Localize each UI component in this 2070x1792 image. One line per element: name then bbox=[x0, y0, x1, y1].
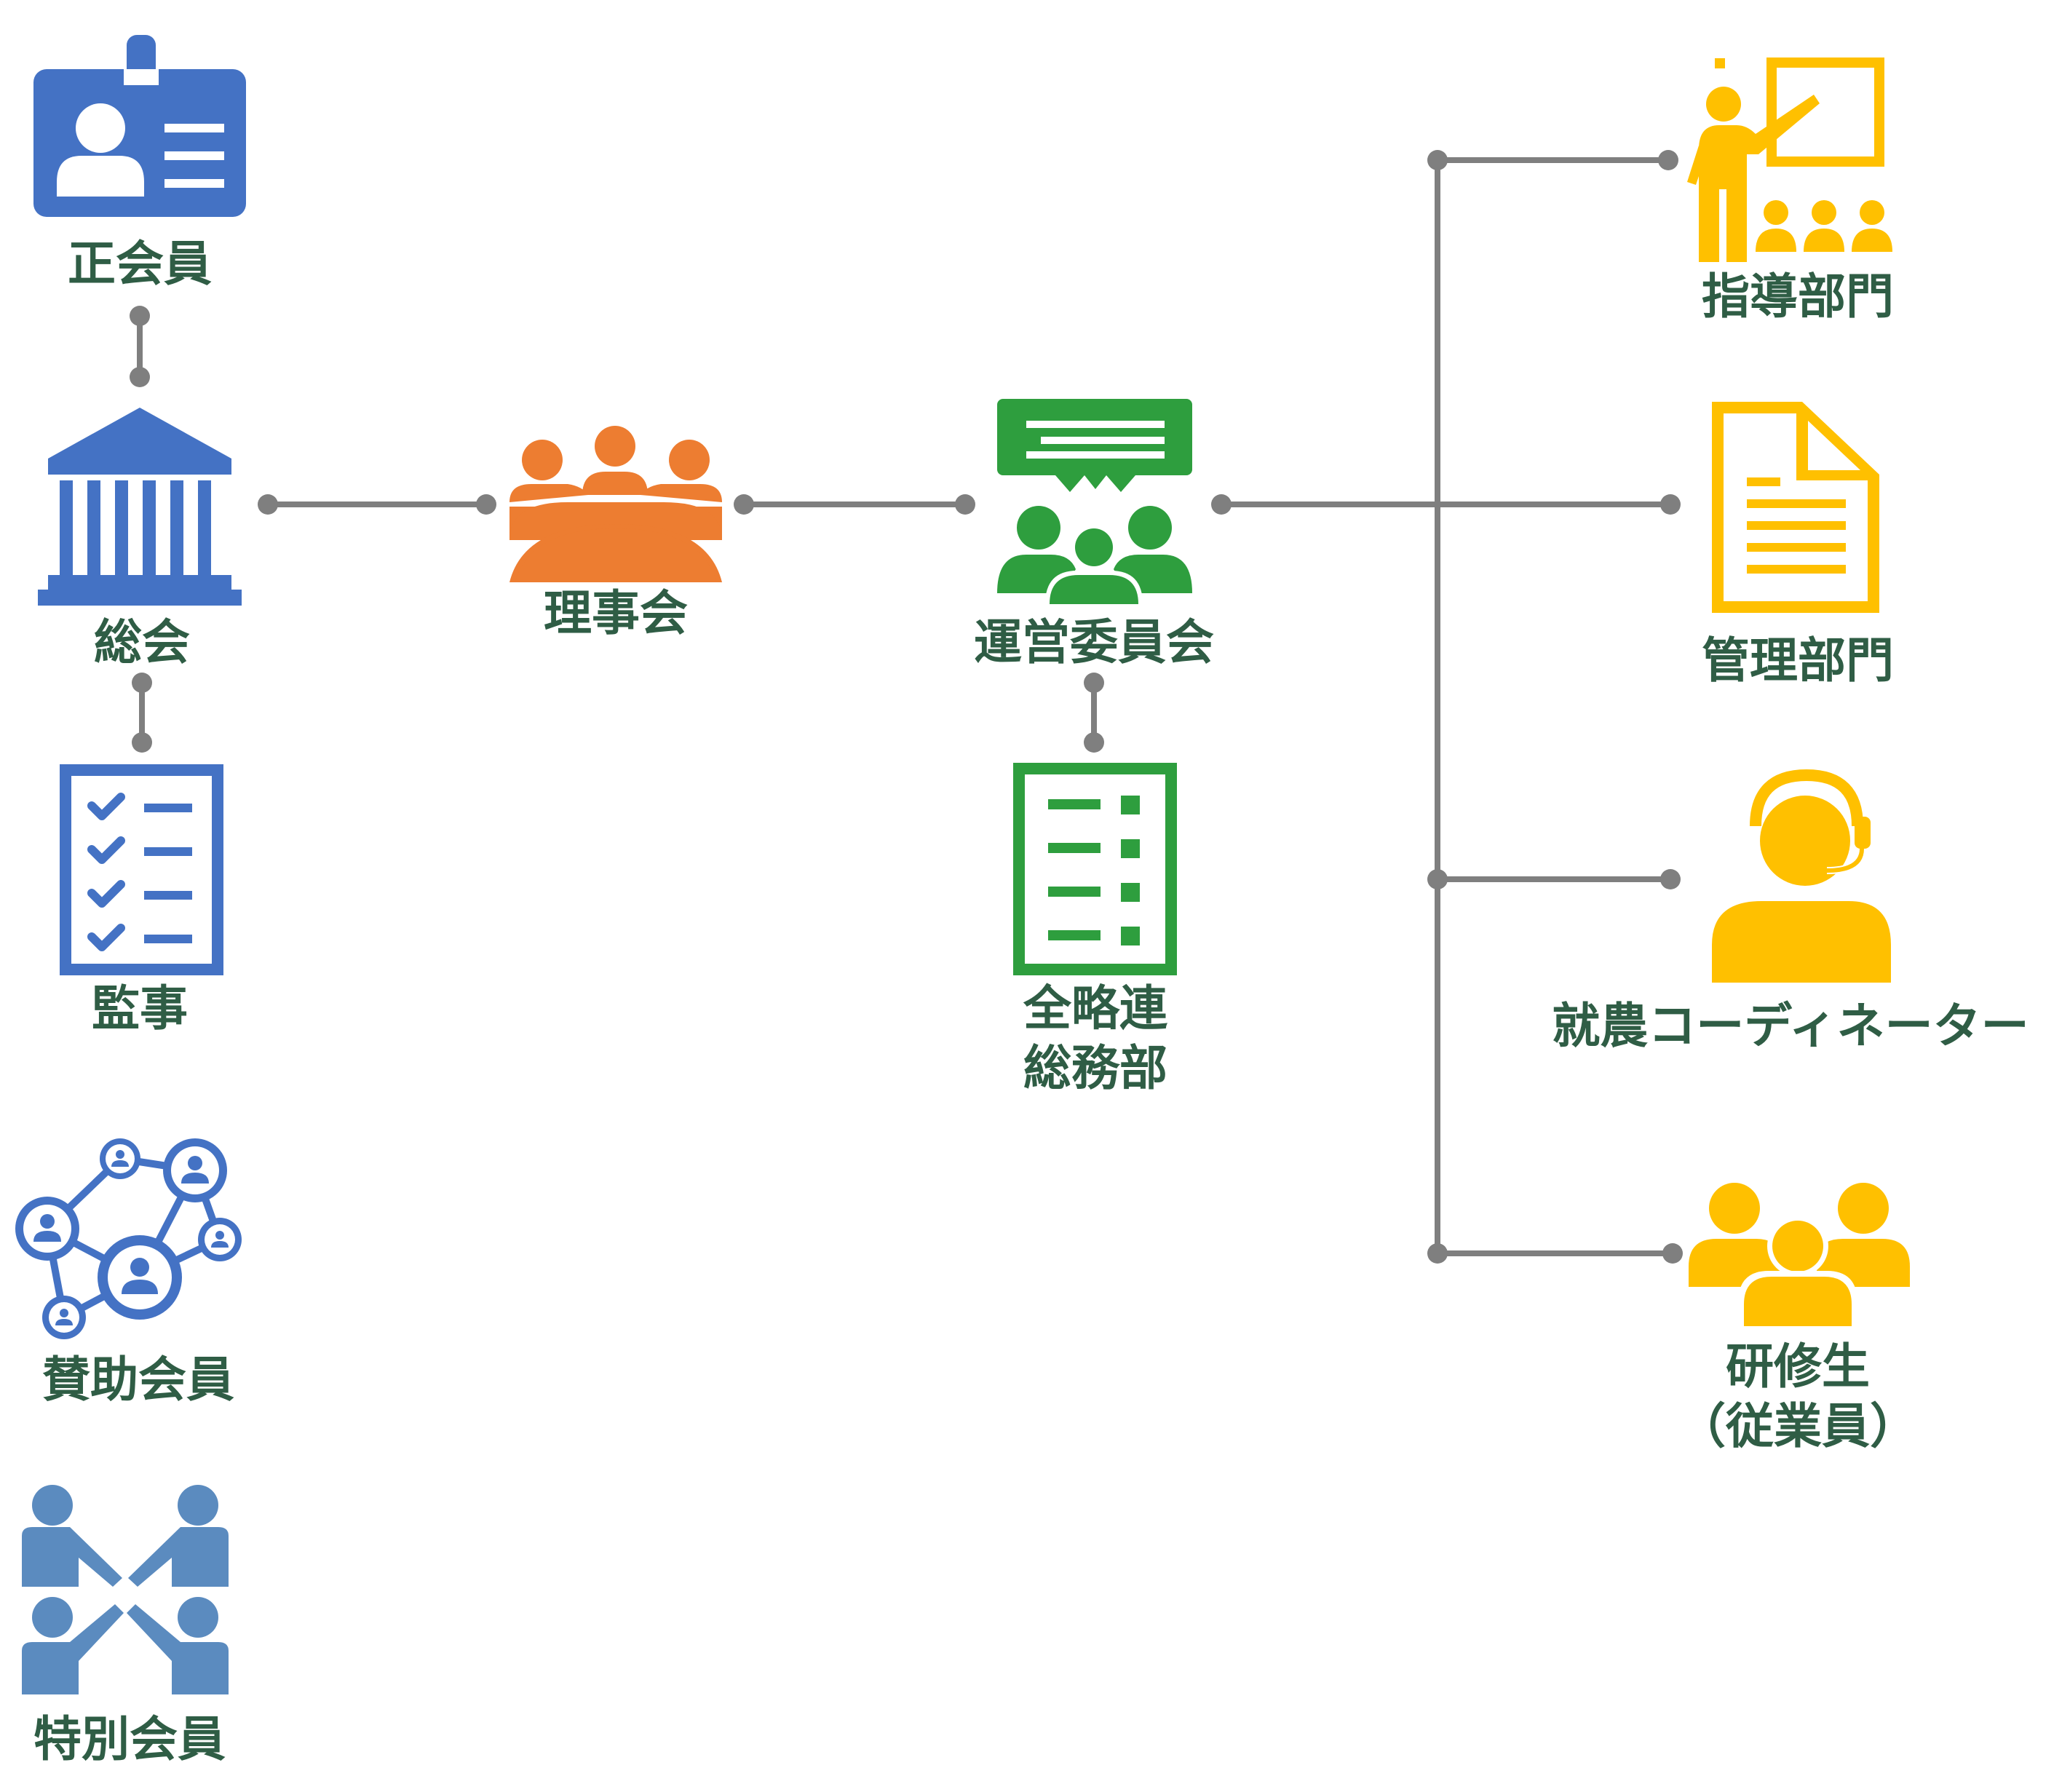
regular-member-node: 正会員 bbox=[33, 35, 246, 292]
people-network-icon bbox=[15, 1138, 242, 1339]
trainees-node: 研修生 （従業員） bbox=[1678, 1183, 1918, 1454]
steering-committee-node: 運営委員会 bbox=[974, 399, 1214, 670]
admin-dept-label: 管理部門 bbox=[1702, 633, 1894, 689]
board-node: 理事会 bbox=[509, 426, 722, 641]
document-icon bbox=[1712, 402, 1879, 613]
group-people-icon bbox=[1689, 1183, 1910, 1326]
trainees-label-line1: 研修生 bbox=[1726, 1339, 1870, 1395]
supporting-member-label: 賛助会員 bbox=[42, 1352, 234, 1408]
general-assembly-label: 総会 bbox=[94, 614, 190, 670]
auditor-label: 監事 bbox=[92, 980, 188, 1036]
handshake-people-icon bbox=[22, 1485, 229, 1694]
connector-assembly-to-auditor bbox=[132, 673, 152, 753]
connector-committee-to-affairs bbox=[1084, 673, 1104, 753]
general-affairs-label-line2: 総務部 bbox=[1023, 1040, 1167, 1096]
guidance-dept-node: 指導部門 bbox=[1687, 58, 1894, 325]
regular-member-label: 正会員 bbox=[68, 236, 212, 292]
admin-dept-node: 管理部門 bbox=[1702, 402, 1894, 689]
presentation-teacher-icon bbox=[1687, 58, 1892, 262]
auditor-node: 監事 bbox=[60, 764, 223, 1036]
connector-assembly-to-board bbox=[258, 494, 496, 515]
guidance-dept-label: 指導部門 bbox=[1702, 269, 1894, 325]
coordinator-node: 就農コーディネーター bbox=[1552, 769, 2029, 1054]
supporting-member-node: 賛助会員 bbox=[15, 1138, 242, 1408]
connector-board-to-committee bbox=[734, 494, 975, 515]
discussion-group-icon bbox=[997, 399, 1192, 604]
special-member-node: 特別会員 bbox=[22, 1485, 229, 1767]
id-badge-icon bbox=[33, 35, 246, 217]
steering-committee-label: 運営委員会 bbox=[974, 614, 1214, 670]
trainees-label-line2: （従業員） bbox=[1678, 1398, 1918, 1454]
general-affairs-label-line1: 全略連 bbox=[1023, 980, 1168, 1036]
special-member-label: 特別会員 bbox=[33, 1711, 226, 1767]
connector-regular-to-assembly bbox=[130, 306, 150, 387]
coordinator-label: 就農コーディネーター bbox=[1552, 998, 2029, 1054]
list-document-icon bbox=[1013, 763, 1177, 975]
bank-building-icon bbox=[38, 408, 242, 606]
connector-committee-to-branches bbox=[1211, 150, 1683, 1264]
board-label: 理事会 bbox=[544, 585, 688, 641]
general-affairs-node: 全略連 総務部 bbox=[1013, 763, 1177, 1096]
general-assembly-node: 総会 bbox=[38, 408, 242, 670]
connectors bbox=[130, 150, 1683, 1264]
headset-operator-icon bbox=[1712, 769, 1891, 983]
checklist-icon bbox=[60, 764, 223, 975]
